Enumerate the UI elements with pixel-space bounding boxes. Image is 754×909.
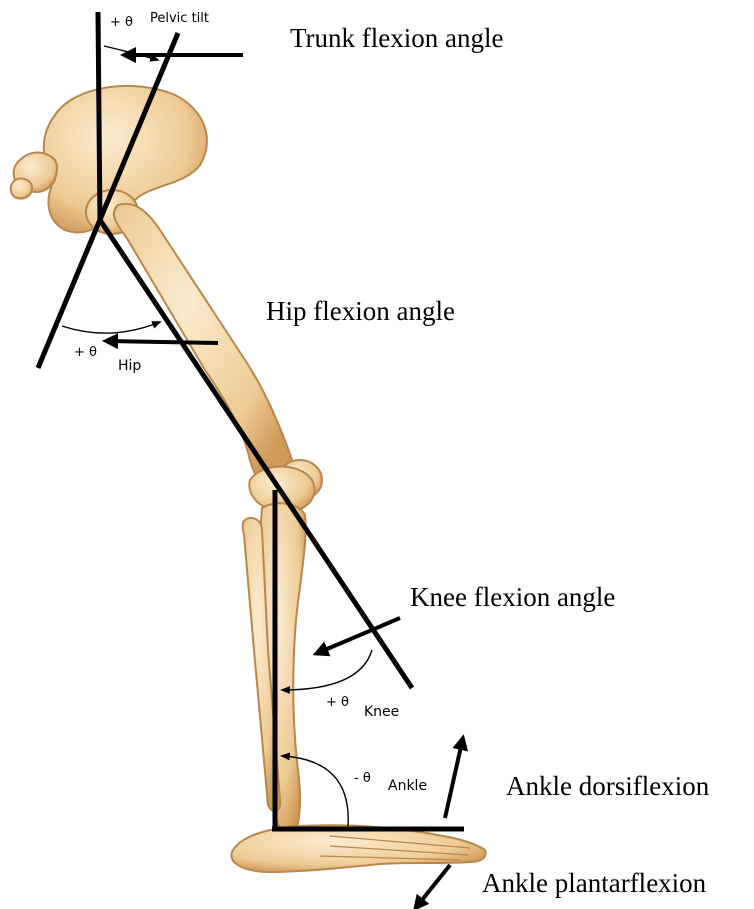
hip-pointer-arrow — [110, 341, 218, 343]
main-labels: Trunk flexion angle Hip flexion angle Kn… — [266, 23, 710, 898]
knee-angle-name: Knee — [364, 704, 399, 720]
dorsiflexion-arrow — [445, 742, 462, 818]
trunk-flexion-label: Trunk flexion angle — [290, 23, 503, 53]
coccyx-bone — [11, 178, 32, 198]
hip-angle-sign: + θ — [74, 345, 97, 360]
hip-flexion-label: Hip flexion angle — [266, 296, 455, 326]
ankle-dorsiflexion-label: Ankle dorsiflexion — [506, 771, 710, 801]
knee-angle-sign: + θ — [326, 695, 349, 710]
pelvic-tilt-name: Pelvic tilt — [150, 11, 209, 26]
ankle-plantarflexion-label: Ankle plantarflexion — [482, 868, 707, 898]
skeleton-illustration — [11, 86, 486, 872]
pelvic-tilt-sign: + θ — [110, 15, 133, 30]
femur-bone — [114, 204, 294, 491]
ankle-angle-name: Ankle — [388, 778, 427, 794]
vertical-trunk-reference — [98, 12, 100, 225]
hip-angle-arc — [62, 322, 160, 333]
plantarflexion-arrow — [418, 865, 450, 905]
knee-flexion-label: Knee flexion angle — [410, 582, 615, 612]
hip-angle-name: Hip — [118, 358, 141, 374]
ankle-angle-sign: - θ — [354, 771, 371, 786]
knee-pointer-arrow — [320, 618, 400, 652]
knee-angle-arc — [282, 650, 372, 690]
